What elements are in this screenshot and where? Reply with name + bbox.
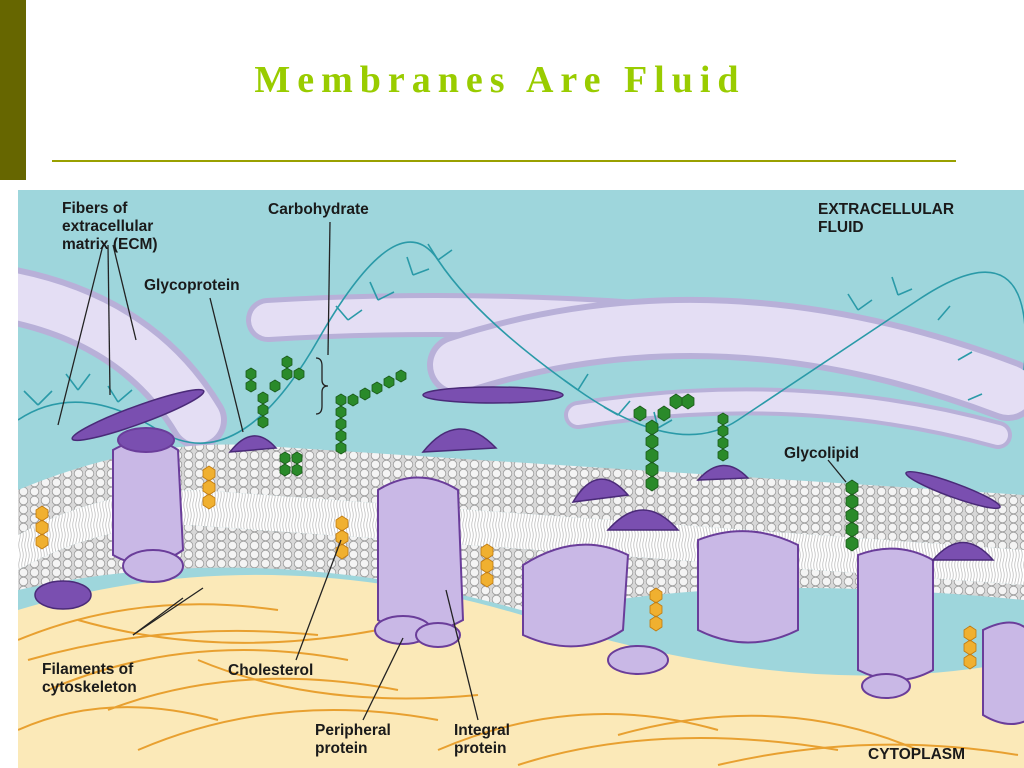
slide-title: Membranes Are Fluid xyxy=(254,59,746,101)
bilayer-inner-heads xyxy=(18,525,1024,615)
label-extracellular-fluid: EXTRACELLULAR FLUID xyxy=(818,201,955,236)
membrane-diagram: Fibers of extracellular matrix (ECM) Car… xyxy=(18,190,1024,768)
bilayer-outer-heads xyxy=(18,444,1024,550)
label-integral-protein: Integral protein xyxy=(454,722,510,757)
label-ecm-fibers: Fibers of extracellular matrix (ECM) xyxy=(62,200,158,253)
integral-proteins xyxy=(112,427,1024,725)
label-peripheral-protein: Peripheral protein xyxy=(315,722,391,757)
label-glycolipid: Glycolipid xyxy=(784,445,859,462)
label-cytoskeleton-filaments: Filaments of cytoskeleton xyxy=(42,661,137,696)
label-glycoprotein: Glycoprotein xyxy=(144,277,240,294)
peripheral-proteins xyxy=(34,386,1001,610)
membrane-illustration xyxy=(18,190,1024,768)
cytoplasm-region xyxy=(18,574,1024,768)
proteoglycan-branches xyxy=(18,241,1024,444)
label-carbohydrate: Carbohydrate xyxy=(268,201,369,218)
title-divider xyxy=(52,160,956,162)
carbohydrate-bracket xyxy=(315,357,329,415)
label-cytoplasm: CYTOPLASM xyxy=(868,746,966,763)
cytoskeleton-filaments xyxy=(18,603,1019,766)
accent-side-bar xyxy=(0,0,26,180)
cholesterol-molecules xyxy=(35,465,977,670)
label-cholesterol: Cholesterol xyxy=(228,662,314,679)
label-leader-lines xyxy=(57,221,847,721)
carbohydrate-chains xyxy=(245,355,859,552)
